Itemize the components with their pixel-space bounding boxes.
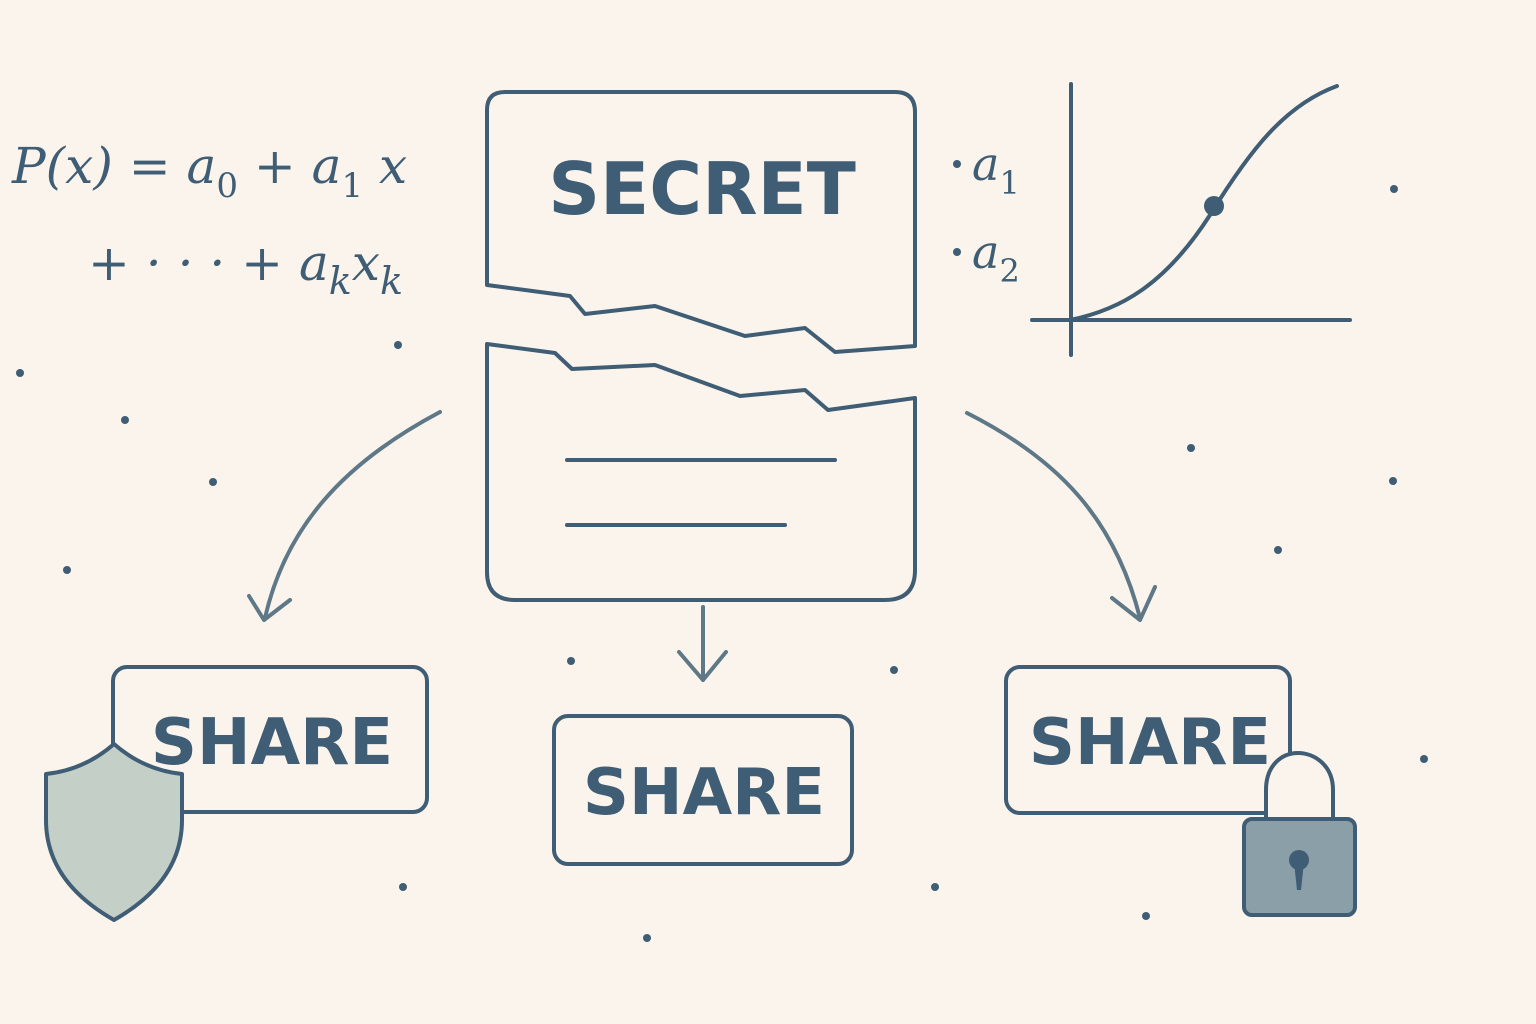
formula-sub1: 1: [342, 166, 364, 206]
dot: [1390, 185, 1398, 193]
share-box: [1004, 665, 1292, 815]
dot: [209, 478, 217, 486]
share-card-middle: SHARE: [552, 714, 854, 866]
dot: [1142, 912, 1150, 920]
keyhole-slot: [1294, 862, 1304, 890]
formula-part: + · · · + a: [88, 234, 329, 292]
bullet-dot: [953, 248, 961, 256]
dot: [1389, 477, 1397, 485]
formula-part: P(x) = a: [11, 137, 216, 195]
formula-part: x: [363, 137, 407, 195]
dot: [931, 883, 939, 891]
dot: [890, 666, 898, 674]
dot: [121, 416, 129, 424]
share-box: [552, 714, 854, 866]
decorative-dots: [16, 185, 1428, 942]
secret-bottom-piece: [485, 342, 917, 602]
dot: [567, 657, 575, 665]
polynomial-formula: P(x) = a0 + a1 x + · · · + akxk: [11, 137, 407, 303]
arrow-right: [965, 411, 1142, 620]
share-box: [111, 665, 429, 814]
formula-part: x: [352, 234, 380, 292]
arrow-left: [263, 410, 442, 620]
keyhole: [1289, 850, 1309, 870]
coefficient-letter: a: [972, 137, 999, 191]
coefficient-letter: a: [972, 225, 999, 279]
arrowhead-right: [1110, 585, 1157, 622]
polynomial-curve-plot: [1030, 82, 1352, 357]
dot: [16, 369, 24, 377]
share-label: SHARE: [583, 756, 825, 830]
coefficient-a2: a2: [972, 225, 1020, 290]
share-card-left: SHARE: [44, 665, 429, 922]
coefficient-a1: a1: [972, 137, 1020, 202]
arrowhead-middle: [677, 650, 728, 682]
dot: [643, 934, 651, 942]
shield-icon: [44, 742, 184, 922]
svg-text:+ · · · + akxk: + · · · + akxk: [88, 234, 403, 303]
curve-point: [1204, 196, 1224, 216]
secret-label: SECRET: [548, 147, 856, 231]
formula-subk2: k: [380, 259, 403, 303]
coefficient-sub: 2: [999, 252, 1019, 290]
lock-shackle: [1264, 750, 1335, 820]
distribution-arrows: [247, 410, 1157, 682]
share-card-right: SHARE: [1004, 665, 1357, 917]
formula-sub0: 0: [216, 166, 238, 206]
secret-document: SECRET: [485, 90, 917, 602]
dot: [63, 566, 71, 574]
coefficient-sub: 1: [999, 164, 1019, 202]
share-label: SHARE: [151, 706, 393, 780]
bullet-dot: [953, 160, 961, 168]
formula-part: + a: [238, 137, 342, 195]
share-label: SHARE: [1029, 706, 1271, 780]
dot: [1274, 546, 1282, 554]
dot: [1187, 444, 1195, 452]
formula-subk: k: [329, 259, 352, 303]
lock-icon: [1242, 750, 1357, 917]
arrowhead-left: [247, 594, 292, 622]
dot: [394, 341, 402, 349]
coefficient-list: a1 a2: [953, 137, 1020, 290]
svg-text:P(x) = a0 + a1 x: P(x) = a0 + a1 x: [11, 137, 407, 206]
secret-top-piece: [485, 90, 917, 354]
curve: [1068, 84, 1339, 322]
dot: [1420, 755, 1428, 763]
dot: [399, 883, 407, 891]
